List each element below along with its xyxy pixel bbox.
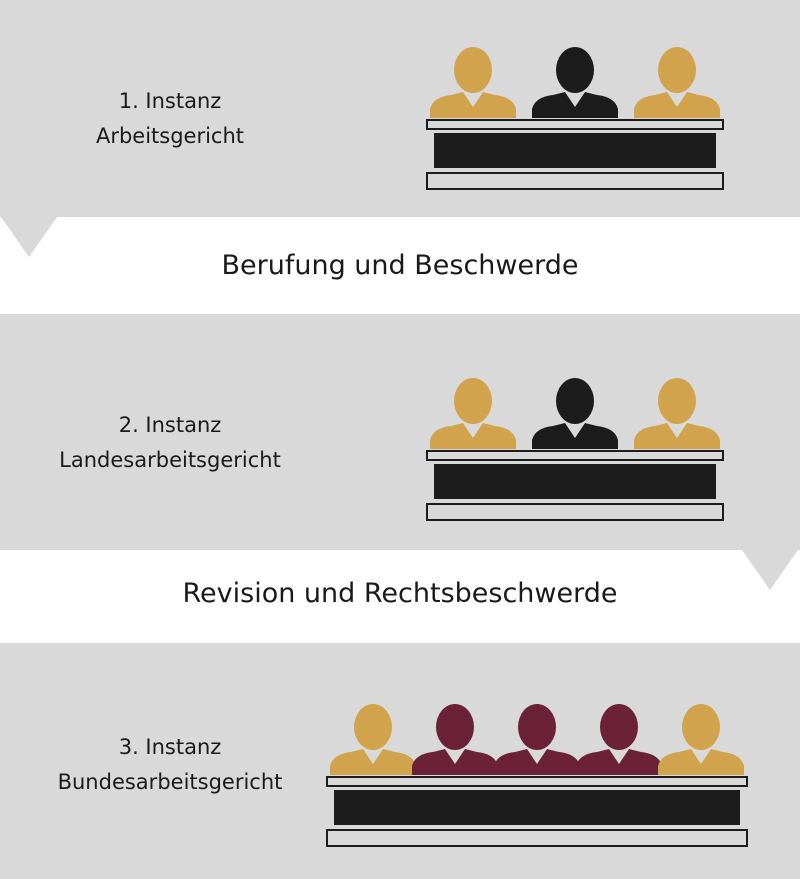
judges-bench-2-icon: [426, 378, 724, 521]
level-2-label: 2. Instanz Landesarbeitsgericht: [40, 408, 300, 478]
judge-figure-icon: [634, 378, 720, 449]
bench-top: [326, 776, 748, 787]
level-2-number: 2. Instanz: [118, 413, 222, 437]
level-1-number: 1. Instanz: [118, 89, 222, 113]
transition-appeal: Berufung und Beschwerde: [221, 250, 579, 281]
bench-base: [426, 503, 724, 521]
level-1-label: 1. Instanz Arbeitsgericht: [60, 84, 280, 154]
level-1-court: Arbeitsgericht: [95, 124, 245, 148]
judge-figure-icon: [430, 378, 516, 449]
judge-figure-icon: [330, 704, 416, 775]
transition-revision: Revision und Rechtsbeschwerde: [182, 578, 618, 609]
judges-bench-1-icon: [426, 47, 724, 190]
judge-figure-icon: [532, 47, 618, 118]
judge-figure-icon: [634, 47, 720, 118]
bench-top: [426, 450, 724, 461]
arrow-down-left-icon: [1, 217, 57, 257]
bench-front: [434, 133, 716, 168]
judge-figure-icon: [412, 704, 498, 775]
judge-figure-icon: [658, 704, 744, 775]
bench-front: [334, 790, 740, 825]
judge-figure-icon: [532, 378, 618, 449]
bench-front: [434, 464, 716, 499]
judge-figure-icon: [576, 704, 662, 775]
bench-base: [326, 829, 748, 847]
level-3-number: 3. Instanz: [118, 735, 222, 759]
level-3-label: 3. Instanz Bundesarbeitsgericht: [40, 730, 300, 800]
bench-top: [426, 119, 724, 130]
arrow-down-right-icon: [742, 550, 798, 590]
judge-figure-icon: [494, 704, 580, 775]
level-3-court: Bundesarbeitsgericht: [57, 770, 283, 794]
bench-base: [426, 172, 724, 190]
judges-bench-3-icon: [326, 704, 748, 847]
judge-figure-icon: [430, 47, 516, 118]
level-2-court: Landesarbeitsgericht: [59, 448, 281, 472]
